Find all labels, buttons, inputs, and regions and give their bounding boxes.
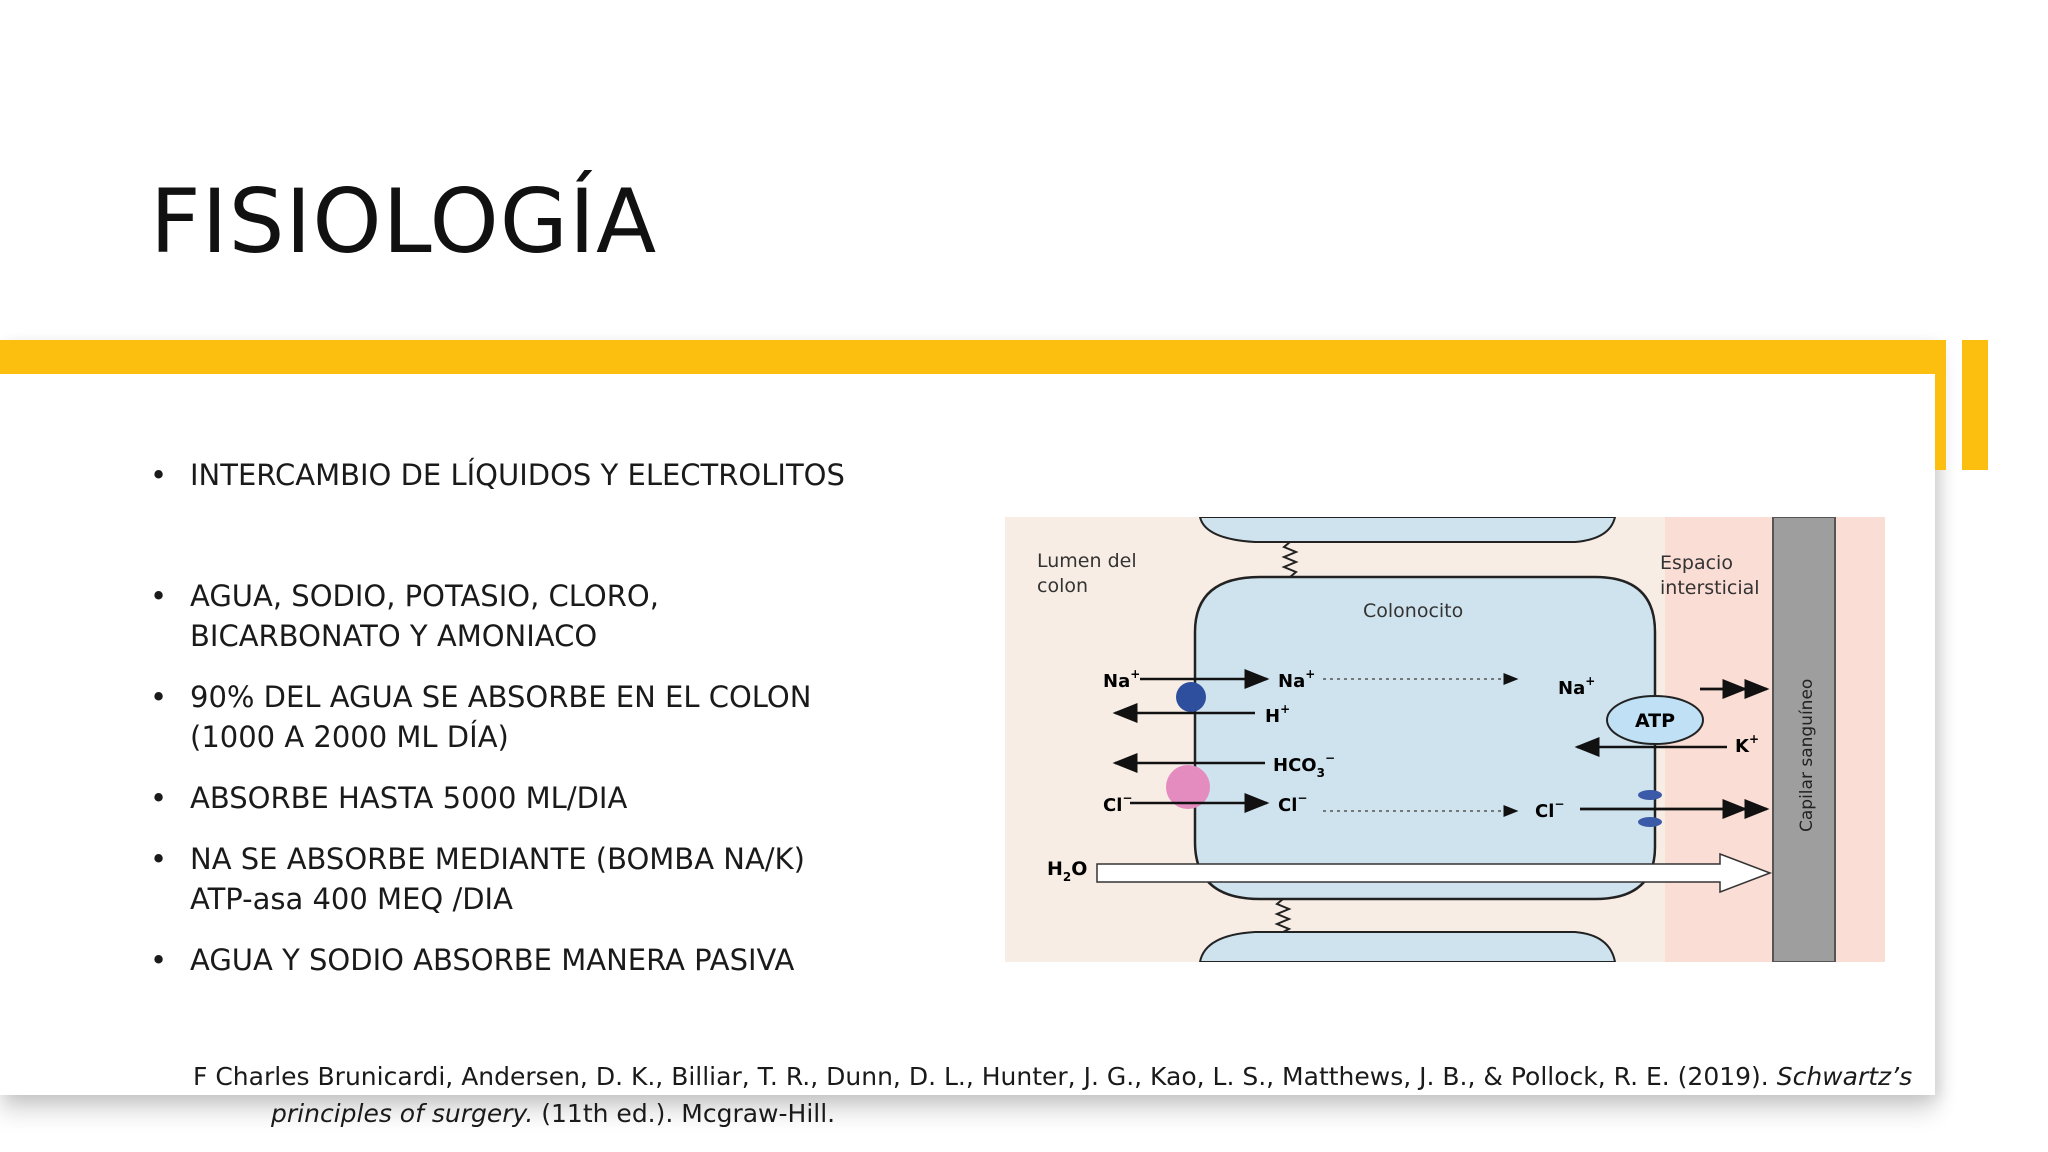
capillary-label: Capilar sanguíneo — [1797, 679, 1817, 832]
bullet-item: AGUA Y SODIO ABSORBE MANERA PASIVA — [150, 940, 950, 980]
ion-label-cl: Cl− — [1535, 797, 1564, 822]
ion-label-h2o: H2O — [1047, 858, 1087, 884]
tight-junction-top — [1281, 541, 1299, 578]
atp-label: ATP — [1635, 710, 1675, 732]
bullet-text: ABSORBE HASTA 5000 ML/DIA — [190, 781, 628, 815]
ion-label-hco3: HCO3− — [1273, 751, 1335, 780]
bullet-list: INTERCAMBIO DE LÍQUIDOS Y ELECTROLITOS A… — [150, 455, 950, 980]
cl-hco3-exchanger — [1166, 765, 1210, 809]
ion-label-na: Na+ — [1103, 667, 1140, 692]
bullet-text: AGUA, SODIO, POTASIO, CLORO, — [190, 579, 659, 613]
interstitial-label: intersticial — [1660, 577, 1760, 599]
bullet-item: NA SE ABSORBE MEDIANTE (BOMBA NA/K) ATP-… — [150, 839, 950, 919]
citation-authors: F Charles Brunicardi, Andersen, D. K., B… — [193, 1062, 1777, 1091]
bullet-text: (1000 A 2000 ML DÍA) — [190, 720, 509, 754]
lumen-label: colon — [1037, 575, 1088, 597]
colonocyte-label: Colonocito — [1363, 600, 1463, 622]
cl-channel — [1638, 790, 1662, 800]
neighbor-cell-bottom — [1198, 931, 1617, 962]
bullet-item: AGUA, SODIO, POTASIO, CLORO, BICARBONATO… — [150, 576, 950, 656]
bullet-text: NA SE ABSORBE MEDIANTE (BOMBA NA/K) — [190, 842, 805, 876]
colonocyte-diagram: Lumen del colon Espacio intersticial Col… — [1005, 517, 1885, 962]
interstitial-label: Espacio — [1660, 552, 1733, 574]
ion-label-h: H+ — [1265, 702, 1290, 727]
citation-title: Schwartz’s — [1776, 1062, 1913, 1091]
accent-bar-vertical — [1962, 340, 1988, 470]
capillary-band — [1772, 517, 1836, 962]
ion-label-na: Na+ — [1558, 674, 1595, 699]
bullet-text: AGUA Y SODIO ABSORBE MANERA PASIVA — [190, 943, 795, 977]
ion-label-na: Na+ — [1278, 667, 1315, 692]
bullet-text: BICARBONATO Y AMONIACO — [190, 619, 598, 653]
lumen-label: Lumen del — [1037, 550, 1137, 572]
ion-label-k: K+ — [1735, 732, 1759, 757]
cl-channel — [1638, 817, 1662, 827]
accent-bar — [0, 340, 1946, 374]
bullet-item: ABSORBE HASTA 5000 ML/DIA — [150, 778, 950, 818]
bullet-text: 90% DEL AGUA SE ABSORBE EN EL COLON — [190, 680, 812, 714]
citation-edition: (11th ed.). Mcgraw-Hill. — [533, 1099, 836, 1128]
reference-citation: F Charles Brunicardi, Andersen, D. K., B… — [193, 1058, 1913, 1132]
ion-label-cl: Cl− — [1103, 791, 1132, 816]
water-flow-arrow — [1096, 852, 1773, 894]
na-k-atpase-pump — [1606, 695, 1704, 745]
colonocyte-cell — [1193, 575, 1657, 901]
neighbor-cell-top — [1198, 517, 1617, 543]
accent-bar-vertical — [1935, 340, 1946, 470]
bullet-text: INTERCAMBIO DE LÍQUIDOS Y ELECTROLITOS — [190, 458, 845, 492]
bullet-item: INTERCAMBIO DE LÍQUIDOS Y ELECTROLITOS — [150, 455, 950, 495]
slide-title: FISIOLOGÍA — [150, 170, 658, 273]
nhe-transporter — [1176, 682, 1206, 712]
ion-label-cl: Cl− — [1278, 791, 1307, 816]
tight-junction-bottom — [1274, 898, 1292, 933]
bullet-item: 90% DEL AGUA SE ABSORBE EN EL COLON (100… — [150, 677, 950, 757]
bullet-text: ATP-asa 400 MEQ /DIA — [190, 882, 513, 916]
citation-title: principles of surgery. — [271, 1099, 534, 1128]
